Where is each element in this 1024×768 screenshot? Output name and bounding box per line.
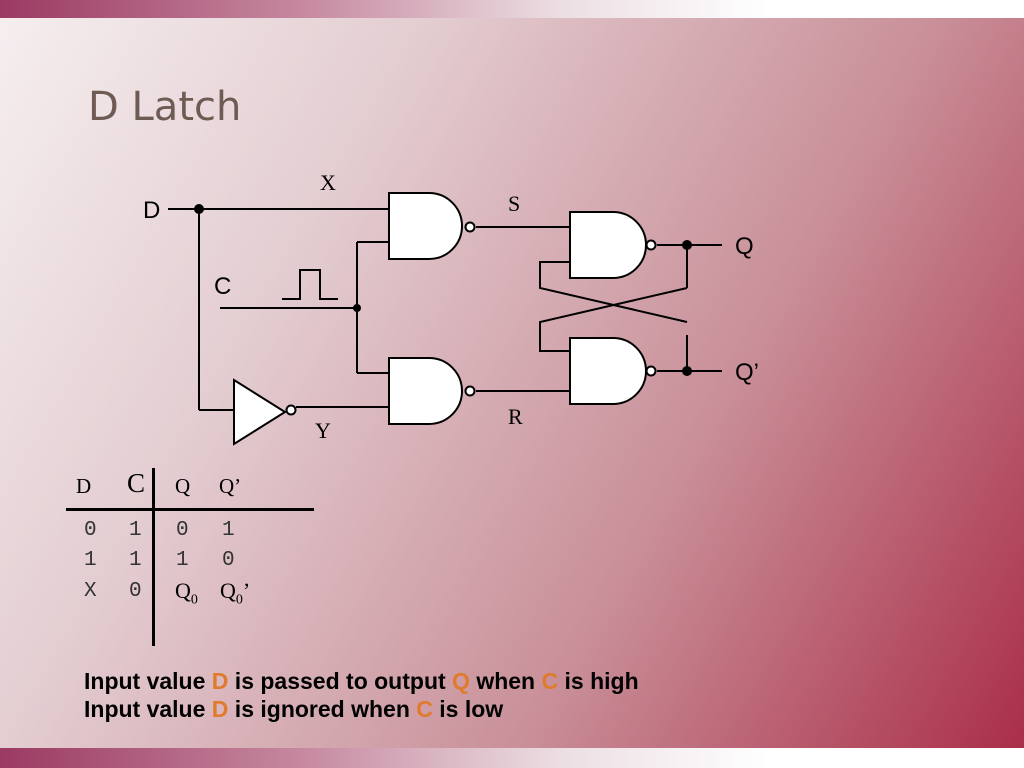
label-output-q: Q [735, 233, 754, 260]
nand-gate-top [388, 192, 463, 260]
label-output-q-bar: Q’ [735, 359, 759, 386]
slide-title: D Latch [88, 84, 242, 130]
nand-gate-latch-bottom-bubble [645, 365, 657, 377]
nand-gate-top-bubble [464, 221, 476, 233]
nand-gate-bottom-bubble [464, 385, 476, 397]
junction-d [194, 204, 204, 214]
not-gate [233, 378, 287, 446]
top-decorative-bar [0, 0, 1024, 18]
label-wire-y: Y [315, 418, 331, 443]
label-input-d: D [143, 197, 160, 224]
nand-gate-latch-bottom [569, 337, 647, 405]
caption-line-1: Input value D is passed to output Q when… [84, 668, 639, 694]
label-wire-x: X [320, 170, 336, 195]
nand-gate-latch-top [569, 211, 647, 279]
bottom-decorative-bar [0, 748, 1024, 768]
not-gate-bubble [285, 404, 297, 416]
label-input-c: C [214, 273, 231, 300]
caption-line-2: Input value D is ignored when C is low [84, 696, 504, 722]
label-wire-r: R [508, 404, 523, 429]
clock-pulse-icon [282, 269, 338, 300]
nand-gate-bottom [388, 357, 463, 425]
junction-c [353, 304, 361, 312]
junction-q-bar [682, 366, 692, 376]
junction-q [682, 240, 692, 250]
label-wire-s: S [508, 191, 520, 216]
nand-gate-latch-top-bubble [645, 239, 657, 251]
wire-cross-feedback-q-bar [539, 261, 688, 323]
